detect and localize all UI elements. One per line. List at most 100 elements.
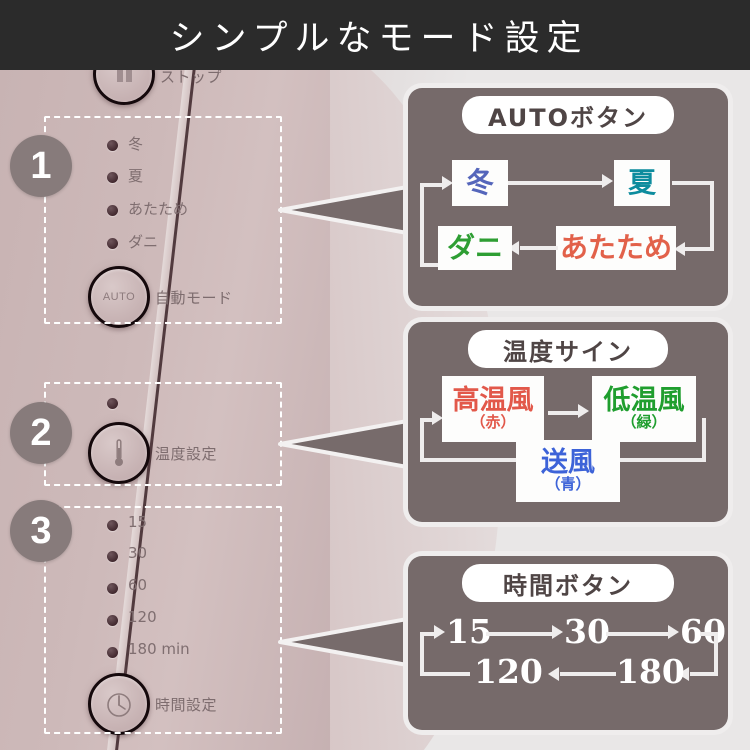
card-temperature-sign: 温度サイン 高温風 （赤） 低温風 （緑） 送風 （青） (408, 322, 728, 522)
led-label-timer-60: 60 (128, 576, 148, 594)
chip-mite-text: ダニ (446, 231, 503, 265)
auto-arrow-warm-mite (508, 241, 519, 255)
callout-connector-1 (276, 170, 426, 250)
auto-line-winter-summer (508, 181, 604, 185)
card-timer-button: 時間ボタン 15 30 60 180 120 (408, 556, 728, 730)
group-1-controls: 冬 夏 あたため ダニ AUTO 自動モード (0, 0, 300, 340)
timer-arrow-to-120 (678, 667, 689, 681)
led-label-mite: ダニ (128, 233, 159, 251)
timer-arrow-15-30 (552, 625, 563, 639)
chip-warm-text: あたため (559, 231, 672, 265)
auto-icon: AUTO (102, 291, 136, 303)
timer-arrow-120-180 (548, 667, 559, 681)
chip-winter: 冬 (452, 160, 508, 206)
temp-line-high-low (548, 411, 580, 415)
group-3-controls: 15 30 60 120 180 min 時間設定 (0, 0, 300, 750)
chip-summer-text: 夏 (627, 166, 656, 200)
card-timer-title: 時間ボタン (462, 564, 674, 602)
step-badge-1: 1 (10, 135, 72, 197)
auto-loop-right-line (710, 181, 714, 251)
group-1-dashed-box (44, 116, 282, 324)
auto-loop-right-top (672, 181, 714, 185)
timer-num-180: 120 (474, 652, 543, 691)
temp-loop-right-line (702, 418, 706, 462)
group-3-dashed-box (44, 506, 282, 734)
led-label-summer: 夏 (128, 167, 144, 185)
temperature-setting-label: 温度設定 (155, 445, 218, 463)
chip-high-temp-text: 高温風 (452, 384, 534, 416)
chip-low-temp: 低温風 （緑） (592, 376, 696, 442)
card-auto-title: AUTOボタン (462, 96, 674, 134)
chip-summer: 夏 (614, 160, 670, 206)
timer-loop-top-stub (420, 632, 436, 636)
timer-line-120-180 (560, 672, 616, 676)
step-badge-3: 3 (10, 500, 72, 562)
page-title: シンプルなモード設定 (169, 18, 589, 59)
led-label-timer-180: 180 min (128, 640, 190, 658)
led-label-warm: あたため (128, 200, 189, 218)
step-badge-2: 2 (10, 402, 72, 464)
group-2-dashed-box (44, 382, 282, 486)
led-temperature (107, 398, 118, 409)
led-winter (107, 140, 118, 151)
led-label-timer-30: 30 (128, 544, 148, 562)
callout-connector-2 (276, 404, 426, 484)
led-timer-180 (107, 647, 118, 658)
auto-line-warm-mite (520, 246, 558, 250)
auto-loop-arrow-to-winter (442, 176, 453, 190)
timer-num-30: 30 (564, 612, 610, 651)
led-label-winter: 冬 (128, 135, 144, 153)
led-timer-120 (107, 615, 118, 626)
temp-loop-top-stub (420, 418, 434, 422)
temperature-setting-button[interactable] (88, 422, 150, 484)
clock-icon (105, 690, 133, 718)
auto-loop-left-line (420, 183, 424, 267)
chip-warm: あたため (556, 226, 676, 270)
chip-high-temp: 高温風 （赤） (442, 376, 544, 442)
callout-connector-3 (276, 602, 426, 682)
pause-icon (116, 66, 133, 82)
header-bar: シンプルなモード設定 (0, 0, 750, 70)
thermometer-icon (114, 438, 124, 468)
auto-arrow-winter-summer (602, 174, 613, 188)
stop-button-label: ストップ (160, 68, 223, 86)
group-2-controls: 温度設定 (0, 0, 300, 500)
auto-loop-bottom-line (420, 263, 452, 267)
chip-fan: 送風 （青） (516, 440, 620, 502)
chip-low-temp-sub: （緑） (621, 413, 667, 432)
led-timer-60 (107, 583, 118, 594)
led-warm (107, 205, 118, 216)
led-label-timer-15: 15 (128, 513, 148, 531)
auto-mode-button[interactable]: AUTO (88, 266, 150, 328)
led-label-timer-120: 120 (128, 608, 157, 626)
led-summer (107, 172, 118, 183)
timer-loop-left-line (420, 632, 424, 676)
timer-line-15-30 (486, 632, 554, 636)
led-timer-30 (107, 551, 118, 562)
temp-loop-left-line (420, 420, 424, 462)
led-timer-15 (107, 520, 118, 531)
temp-loop-arrow (432, 411, 443, 425)
chip-high-temp-sub: （赤） (470, 413, 516, 432)
card-auto-button: AUTOボタン 冬 夏 あたため ダニ (408, 88, 728, 306)
auto-loop-top-line (420, 183, 444, 187)
led-mite (107, 238, 118, 249)
card-temperature-title: 温度サイン (468, 330, 668, 368)
chip-mite: ダニ (438, 226, 512, 270)
timer-loop-right-bottom (690, 672, 718, 676)
auto-mode-label: 自動モード (155, 289, 233, 307)
auto-loop-right-bottom (684, 247, 714, 251)
timer-line-30-60 (606, 632, 670, 636)
chip-winter-text: 冬 (465, 166, 494, 200)
timer-num-120: 180 (616, 652, 685, 691)
temp-arrow-high-low (578, 404, 589, 418)
timer-loop-arrow-to-15 (434, 625, 445, 639)
time-setting-button[interactable] (88, 673, 150, 735)
timer-loop-bottom-left (420, 672, 470, 676)
timer-num-15: 15 (446, 612, 492, 651)
time-setting-label: 時間設定 (155, 696, 218, 714)
timer-loop-right-line (714, 632, 718, 676)
timer-arrow-30-60 (668, 625, 679, 639)
timer-num-60: 60 (680, 612, 726, 651)
